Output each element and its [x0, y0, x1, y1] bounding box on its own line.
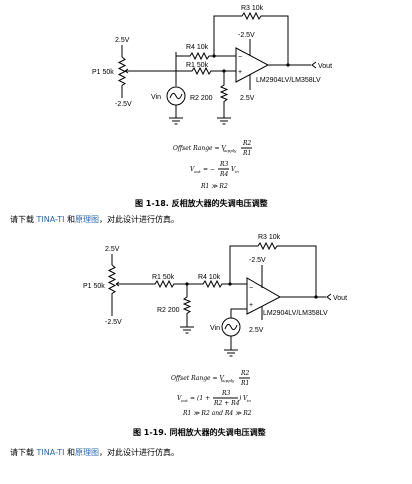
- opamp-part-label: LM2904LV/LM358LV: [263, 310, 328, 317]
- schematic-link[interactable]: 原理图: [75, 215, 99, 224]
- junction-dot: [222, 69, 226, 73]
- figure-1-19-caption: 图 1-19. 同相放大器的失调电压调整: [133, 427, 266, 437]
- resistor-r2: [182, 284, 192, 327]
- pot-supply-bottom-label: -2.5V: [105, 319, 122, 326]
- pot-supply-bottom-label: -2.5V: [115, 101, 132, 108]
- resistor-r1: [152, 279, 198, 289]
- ground-icon: [180, 326, 194, 334]
- r2-label: R2 200: [157, 307, 180, 314]
- figure-1-18-schematic: 2.5V -2.5V P1 50k R1 50k R4 10k Vin R2 2…: [92, 5, 332, 125]
- tina-ti-link[interactable]: TINA-TI: [36, 215, 65, 224]
- ground-icon: [217, 117, 231, 125]
- pot-wiper-arrow: [124, 68, 130, 74]
- para-suffix: ，对此设计进行仿真。: [99, 214, 179, 224]
- eq1-den: R1: [242, 150, 251, 157]
- opamp-part-label: LM2904LV/LM358LV: [256, 77, 321, 84]
- eq3: R1 ≫ R2 and R4 ≫ R2: [182, 410, 252, 417]
- eq3: R1 ≫ R2: [200, 183, 228, 190]
- figure-1-18-equations: Offset Range = V supply R2 R1 V out = − …: [173, 140, 252, 190]
- opamp-neg-supply-label: -2.5V: [249, 257, 266, 264]
- opamp-pos-supply-label: 2.5V: [249, 327, 264, 334]
- r3-label: R3 10k: [258, 234, 281, 241]
- paragraph-1: 请下载 TINA-TI 和原理图，对此设计进行仿真。: [10, 214, 179, 224]
- figure-1-19-schematic: 2.5V -2.5V P1 50k R1 50k R2 200 R4 10k R…: [83, 234, 347, 357]
- figure-1-18-caption: 图 1-18. 反相放大器的失调电压调整: [135, 198, 268, 208]
- vin-label: Vin: [210, 325, 220, 332]
- pot-label: P1 50k: [83, 283, 105, 290]
- r4-label: R4 10k: [198, 274, 221, 281]
- opamp-neg-input-sign: −: [249, 285, 253, 292]
- para-mid: 和: [64, 448, 75, 457]
- para-suffix: ，对此设计进行仿真。: [99, 447, 179, 457]
- eq1-left: Offset Range = V: [173, 145, 226, 152]
- r3-label: R3 10k: [241, 5, 264, 12]
- eq1-sub: supply: [223, 148, 237, 153]
- paragraph-2: 请下载 TINA-TI 和原理图，对此设计进行仿真。: [10, 447, 179, 457]
- sine-wave-icon: [169, 92, 183, 100]
- para-prefix: 请下载: [10, 447, 37, 457]
- wire: [230, 308, 247, 318]
- eq2-right: V: [231, 166, 236, 173]
- eq2-num: R3: [221, 390, 231, 397]
- opamp-triangle: [235, 47, 270, 83]
- opamp-pos-input-sign: +: [238, 69, 242, 76]
- eq1-num: R2: [242, 140, 252, 147]
- resistor-r3-feedback: [213, 11, 289, 65]
- eq2-left-sub: out: [181, 398, 188, 403]
- eq2-left: V: [190, 166, 195, 173]
- eq2-num: R3: [219, 161, 229, 168]
- sine-wave-icon: [224, 323, 238, 331]
- eq2-mid: = −: [203, 166, 215, 173]
- pot-label: P1 50k: [92, 69, 114, 76]
- para-mid: 和: [64, 215, 75, 224]
- eq2-left: V: [177, 395, 182, 402]
- pot-supply-top-label: 2.5V: [105, 246, 120, 253]
- eq2-left-sub: out: [194, 169, 201, 174]
- opamp-neg-supply-label: -2.5V: [238, 32, 255, 39]
- schematic-link[interactable]: 原理图: [75, 448, 99, 457]
- para-prefix: 请下载: [10, 214, 37, 224]
- tina-ti-link[interactable]: TINA-TI: [36, 448, 65, 457]
- vout-label: Vout: [333, 295, 347, 302]
- opamp-pos-input-sign: +: [249, 302, 253, 309]
- resistor-r4: [176, 51, 236, 61]
- vin-label: Vin: [151, 94, 161, 101]
- potentiometer-p1: [107, 264, 117, 316]
- pot-supply-top-label: 2.5V: [115, 37, 130, 44]
- resistor-r4: [198, 279, 247, 289]
- eq2-den: R2 + R4: [213, 400, 240, 407]
- eq2-mid: =: [190, 395, 195, 402]
- figure-1-19-equations: Offset Range = V supply R2 R1 V out = (1…: [171, 370, 252, 417]
- eq2-paren-open: (1 +: [197, 395, 210, 402]
- vout-label: Vout: [318, 63, 332, 70]
- eq2-right-sub: in: [247, 398, 251, 403]
- eq2-right: V: [243, 395, 248, 402]
- r1-label: R1 50k: [152, 274, 175, 281]
- resistor-r1: [177, 66, 236, 76]
- eq1-sub: supply: [221, 378, 235, 383]
- resistor-r3-feedback: [229, 241, 317, 297]
- potentiometer-p1: [117, 56, 127, 86]
- resistor-r2: [219, 71, 229, 118]
- opamp-neg-input-sign: −: [238, 54, 242, 61]
- junction-dot: [212, 54, 216, 58]
- ground-icon: [169, 117, 183, 125]
- eq2-right-sub: in: [235, 169, 239, 174]
- r2-label: R2 200: [190, 95, 213, 102]
- r4-label: R4 10k: [186, 44, 209, 51]
- output-arrow-icon: [326, 293, 332, 301]
- eq1-den: R1: [240, 380, 249, 387]
- opamp-triangle: [246, 277, 282, 315]
- opamp-pos-supply-label: 2.5V: [240, 95, 255, 102]
- eq1-num: R2: [240, 370, 250, 377]
- eq1-left: Offset Range = V: [171, 375, 224, 382]
- pot-wiper-arrow: [115, 281, 121, 287]
- ground-icon: [224, 349, 238, 357]
- output-arrow-icon: [311, 61, 317, 69]
- eq2-paren-close: ): [238, 395, 242, 402]
- eq2-den: R4: [219, 171, 229, 178]
- r1-label: R1 50k: [186, 62, 209, 69]
